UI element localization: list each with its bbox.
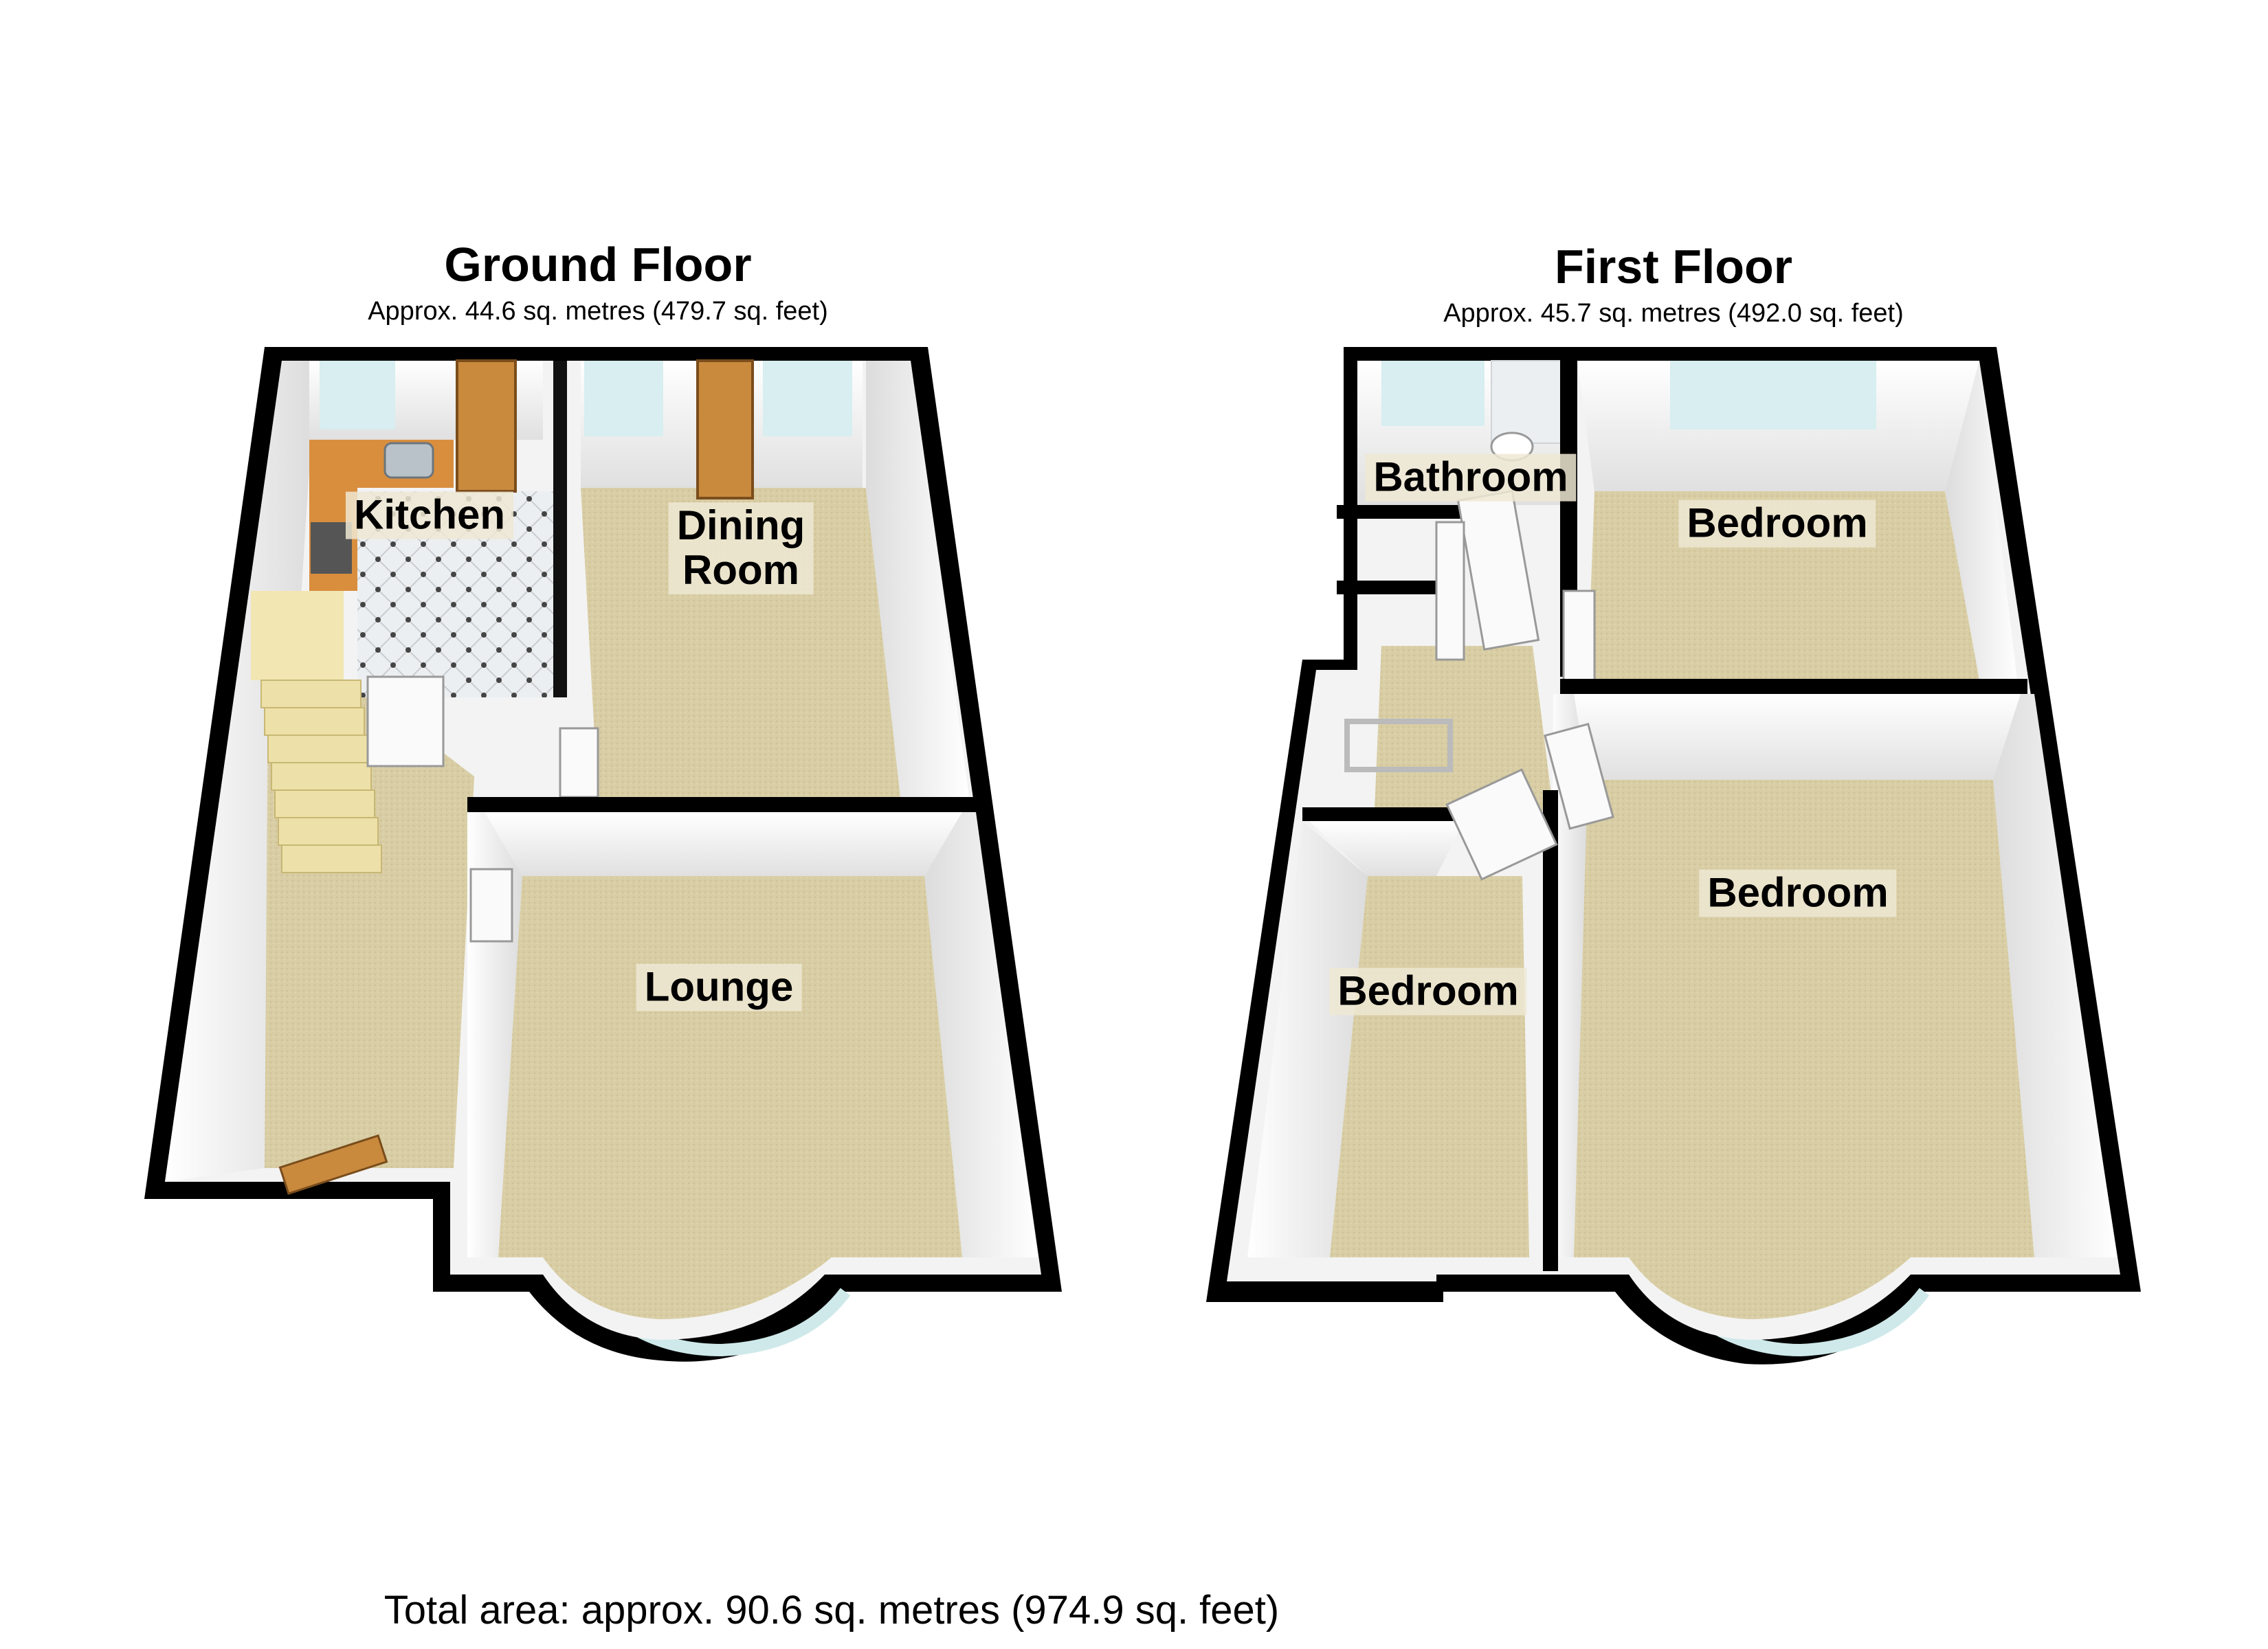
front-entrance-door — [278, 1134, 388, 1196]
dining-window — [584, 361, 663, 436]
bedroom-dividing-wall — [1543, 790, 1558, 1271]
dining-window-right — [763, 361, 852, 436]
lounge-back-wall — [485, 812, 962, 876]
room-label-dining-room: Dining Room — [668, 502, 814, 594]
dining-hall-door — [559, 727, 599, 798]
small-bedroom-door — [1445, 768, 1558, 881]
room-label-front-bedroom: Bedroom — [1699, 869, 1897, 917]
rear-bedroom-front-wall — [1560, 679, 2027, 694]
lounge-dividing-wall — [467, 797, 979, 812]
front-bedroom-right-wall — [1993, 694, 2117, 1257]
front-bedroom-left-wall — [1550, 694, 1588, 1257]
room-label-bathroom: Bathroom — [1365, 453, 1577, 502]
dining-rear-door — [696, 359, 754, 500]
rear-bedroom-window — [1670, 361, 1876, 429]
ground-floor-area: Approx. 44.6 sq. metres (479.7 sq. feet) — [368, 297, 828, 326]
rear-bedroom-right-wall — [1945, 361, 2017, 680]
first-floor-title: First Floor — [1554, 240, 1793, 293]
cupboard-door — [1435, 521, 1465, 661]
total-area: Total area: approx. 90.6 sq. metres (974… — [383, 1588, 1280, 1633]
room-label-rear-bedroom: Bedroom — [1678, 500, 1876, 548]
bathroom-window — [1381, 361, 1485, 426]
bathroom-tiles — [1491, 360, 1564, 444]
small-bedroom-back-wall — [1309, 821, 1464, 876]
room-label-kitchen: Kitchen — [345, 491, 514, 539]
rear-bedroom-door — [1562, 590, 1596, 682]
kitchen-sink — [383, 442, 434, 479]
first-floor-area: Approx. 45.7 sq. metres (492.0 sq. feet) — [1443, 299, 1904, 328]
small-bedroom-back-wall-line — [1302, 807, 1474, 821]
dining-right-wall — [866, 361, 969, 797]
staircase — [251, 591, 382, 873]
lounge-right-wall — [924, 812, 1038, 1257]
lounge-hall-door — [469, 868, 513, 943]
landing-banister — [1344, 719, 1453, 772]
front-bedroom-door — [1544, 723, 1614, 830]
room-label-lounge: Lounge — [636, 963, 802, 1011]
kitchen-hall-door — [366, 675, 445, 767]
ground-floor-plan — [144, 347, 1062, 1362]
ground-left-wall — [165, 361, 316, 1182]
room-label-small-bedroom: Bedroom — [1329, 967, 1527, 1016]
small-bedroom-left-wall — [1247, 821, 1368, 1257]
first-floor-plan — [1206, 347, 2141, 1365]
kitchen-front-door — [456, 359, 517, 493]
lounge-floor — [498, 876, 962, 1319]
ground-floor-title: Ground Floor — [444, 238, 752, 291]
kitchen-window — [320, 361, 395, 429]
bathroom-wall — [1337, 505, 1478, 519]
kitchen-hob — [311, 522, 352, 574]
dining-room-floor — [581, 488, 900, 797]
front-bedroom-back-wall — [1574, 694, 2021, 780]
front-bedroom-floor — [1574, 780, 2034, 1319]
kitchen-right-wall — [553, 361, 567, 697]
airing-cupboard — [1337, 581, 1447, 594]
